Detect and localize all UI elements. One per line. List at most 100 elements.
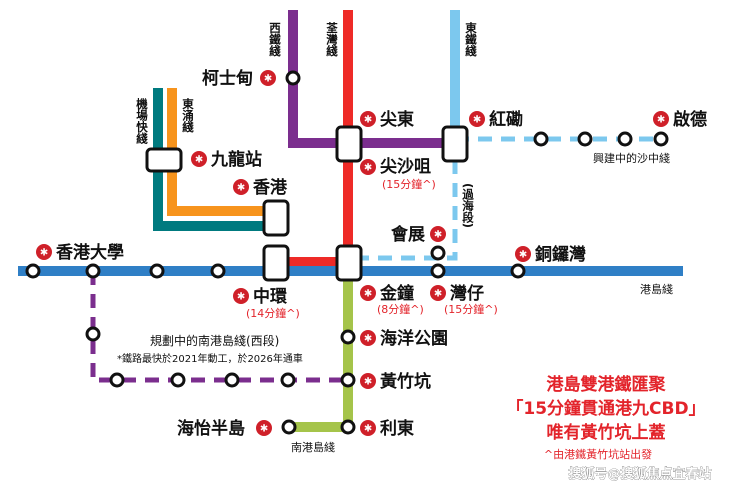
tung-chung-line xyxy=(167,88,275,216)
station-dot-lei-tung[interactable] xyxy=(340,419,356,435)
mtr-logo-icon: ✱ xyxy=(360,420,376,436)
watermark: 搜狐号@搜狐焦点宜春站 xyxy=(568,466,711,482)
svg-text:✱: ✱ xyxy=(434,289,442,300)
mtr-logo-icon: ✱ xyxy=(469,111,485,127)
station-dot-sci-3[interactable] xyxy=(617,131,633,147)
station-dot-wan-chai[interactable] xyxy=(430,263,446,279)
label-cross-harbour: (過海段) xyxy=(461,183,475,228)
promo-footnote: ^由港鐵黃竹坑站出發 xyxy=(544,447,652,461)
mtr-logo-icon: ✱ xyxy=(515,246,531,262)
time-tst: (15分鐘^) xyxy=(382,177,436,191)
airport-express-line xyxy=(153,88,275,231)
svg-text:✱: ✱ xyxy=(40,248,48,259)
station-name-central: 中環 xyxy=(253,286,288,307)
svg-text:✱: ✱ xyxy=(364,424,372,435)
planned-title: 規劃中的南港島綫(西段) xyxy=(150,333,279,348)
station-dot-planned-3[interactable] xyxy=(170,372,186,388)
promo-line-1: 港島雙港鐵匯聚 xyxy=(547,374,667,395)
station-name-tst-east: 尖東 xyxy=(380,109,414,130)
station-name-kowloon: 九龍站 xyxy=(210,149,262,170)
station-dot-wong-chuk-hang[interactable] xyxy=(340,372,356,388)
svg-text:✱: ✱ xyxy=(364,163,372,174)
mtr-logo-icon: ✱ xyxy=(260,70,276,86)
svg-text:✱: ✱ xyxy=(364,377,372,388)
station-dot-planned-2[interactable] xyxy=(109,372,125,388)
station-dot-sheung-wan[interactable] xyxy=(210,263,226,279)
mtr-logo-icon: ✱ xyxy=(360,159,376,175)
station-name-hung-hom: 紅磡 xyxy=(489,109,523,130)
station-dot-kennedy-town[interactable] xyxy=(25,263,41,279)
station-dot-planned-1[interactable] xyxy=(85,326,101,342)
station-name-hku: 香港大學 xyxy=(56,242,124,263)
mtr-logo-icon: ✱ xyxy=(653,111,669,127)
mtr-logo-icon: ✱ xyxy=(233,288,249,304)
station-dot-causeway-bay[interactable] xyxy=(510,263,526,279)
label-west-rail: 西鐵綫 xyxy=(268,22,282,57)
station-name-wong-chuk-hang: 黃竹坑 xyxy=(379,371,431,392)
time-wan-chai: (15分鐘^) xyxy=(444,302,498,316)
mtr-logos: ✱ ✱ ✱ ✱ ✱ ✱ ✱ ✱ ✱ ✱ ✱ ✱ ✱ ✱ ✱ ✱ ✱ xyxy=(36,70,669,436)
mtr-logo-icon: ✱ xyxy=(430,226,446,242)
station-dot-exhibition[interactable] xyxy=(430,245,446,261)
station-dot-hku[interactable] xyxy=(85,263,101,279)
mtr-logo-icon: ✱ xyxy=(191,151,207,167)
station-name-wan-chai: 灣仔 xyxy=(450,283,484,304)
station-name-kai-tak: 啟德 xyxy=(673,109,707,130)
west-rail-line xyxy=(288,10,455,148)
cross-harbour-line xyxy=(352,160,458,261)
station-name-lei-tung: 利東 xyxy=(380,418,414,439)
promo-line-3: 唯有黃竹坑上蓋 xyxy=(547,422,666,443)
label-east-rail: 東鐵綫 xyxy=(464,21,478,57)
interchange-hung-hom[interactable] xyxy=(441,125,469,163)
svg-text:✱: ✱ xyxy=(434,230,442,241)
svg-text:✱: ✱ xyxy=(519,250,527,261)
station-name-austin: 柯士甸 xyxy=(202,68,253,89)
interchange-admiralty[interactable] xyxy=(335,244,363,282)
svg-text:✱: ✱ xyxy=(364,115,372,126)
label-tsuen-wan: 荃灣綫 xyxy=(325,21,339,57)
planned-note: *鐵路最快於2021年動工，於2026年通車 xyxy=(117,352,303,365)
label-airport-express: 機場快綫 xyxy=(135,97,149,145)
station-dots xyxy=(25,70,669,435)
mtr-logo-icon: ✱ xyxy=(233,179,249,195)
svg-text:✱: ✱ xyxy=(364,289,372,300)
mtr-logo-icon: ✱ xyxy=(360,285,376,301)
svg-text:✱: ✱ xyxy=(657,115,665,126)
mtr-logo-icon: ✱ xyxy=(36,244,52,260)
svg-text:✱: ✱ xyxy=(473,115,481,126)
mtr-logo-icon: ✱ xyxy=(360,373,376,389)
mtr-logo-icon: ✱ xyxy=(430,285,446,301)
station-name-causeway-bay: 銅鑼灣 xyxy=(535,244,586,265)
svg-text:✱: ✱ xyxy=(237,292,245,303)
station-dot-ocean-park[interactable] xyxy=(340,329,356,345)
south-island-west-line xyxy=(90,271,348,383)
station-name-exhibition: 會展 xyxy=(390,224,425,245)
station-dot-sci-1[interactable] xyxy=(533,131,549,147)
station-dot-planned-4[interactable] xyxy=(224,372,240,388)
station-name-south-horizons: 海怡半島 xyxy=(177,418,245,439)
interchange-kowloon[interactable] xyxy=(145,147,183,173)
mtr-logo-icon: ✱ xyxy=(256,420,272,436)
label-shatin-central: 興建中的沙中綫 xyxy=(593,151,670,165)
station-dot-kai-tak[interactable] xyxy=(653,131,669,147)
station-dot-south-horizons[interactable] xyxy=(281,419,297,435)
svg-text:✱: ✱ xyxy=(264,74,272,85)
label-island-line: 港島綫 xyxy=(640,282,673,296)
station-dot-austin[interactable] xyxy=(285,70,301,86)
svg-text:✱: ✱ xyxy=(364,334,372,345)
interchange-central[interactable] xyxy=(262,244,290,282)
station-name-ocean-park: 海洋公園 xyxy=(380,328,448,349)
label-tung-chung: 東涌綫 xyxy=(181,97,195,133)
station-dot-sci-2[interactable] xyxy=(577,131,593,147)
station-dot-sai-ying-pun[interactable] xyxy=(149,263,165,279)
promo-line-2: 「15分鐘貫通港九CBD」 xyxy=(506,398,705,419)
south-island-line xyxy=(289,271,353,432)
interchange-tsim-sha-tsui[interactable] xyxy=(335,125,363,163)
interchange-hong-kong[interactable] xyxy=(262,199,290,237)
label-south-island: 南港島綫 xyxy=(291,440,335,454)
svg-text:✱: ✱ xyxy=(195,155,203,166)
time-admiralty: (8分鐘^) xyxy=(377,302,424,316)
svg-text:✱: ✱ xyxy=(260,424,268,435)
station-dot-planned-5[interactable] xyxy=(280,372,296,388)
